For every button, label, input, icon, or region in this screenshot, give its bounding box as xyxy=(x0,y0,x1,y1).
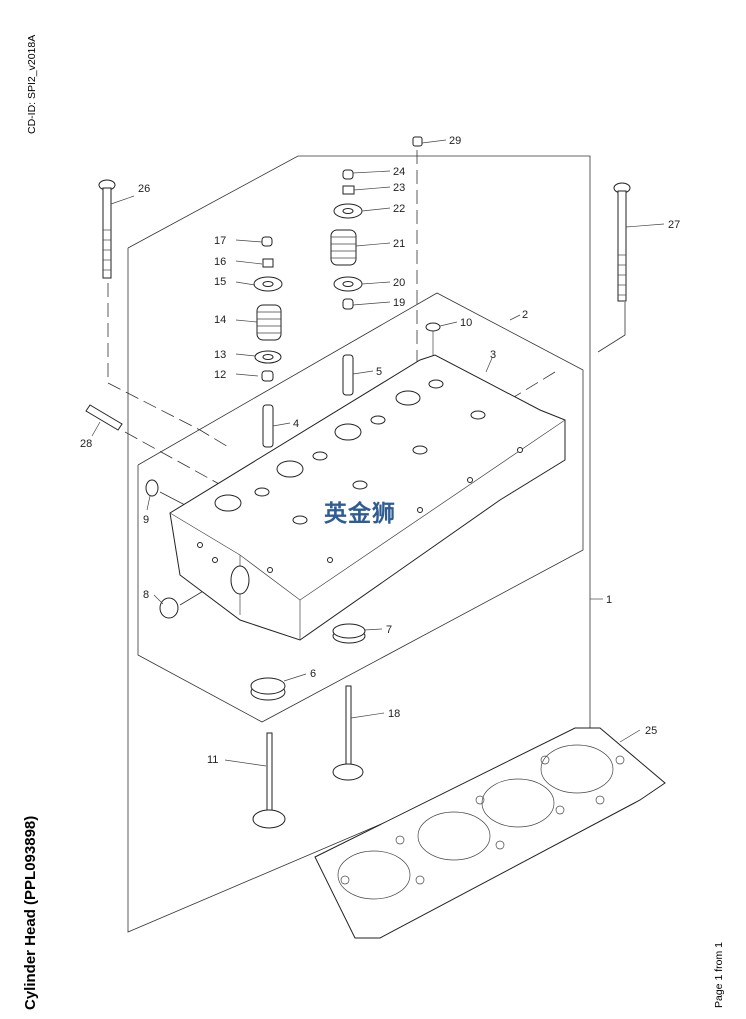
valve-seat-7 xyxy=(332,623,366,644)
valve-train-left xyxy=(253,236,283,382)
callout-13: 13 xyxy=(214,349,226,361)
callout-8: 8 xyxy=(143,589,149,601)
callout-5: 5 xyxy=(376,366,382,378)
valve-guide-5 xyxy=(342,354,354,396)
callout-7: 7 xyxy=(386,624,392,636)
callout-3: 3 xyxy=(490,349,496,361)
callout-20: 20 xyxy=(393,277,405,289)
callout-24: 24 xyxy=(393,166,405,178)
guide-line-27 xyxy=(597,302,626,353)
plug-9 xyxy=(145,479,159,497)
head-gasket-25 xyxy=(314,727,666,939)
cap-29 xyxy=(412,136,423,147)
callout-19: 19 xyxy=(393,297,405,309)
seat-10 xyxy=(425,322,441,332)
valve-train-right xyxy=(330,169,363,310)
callout-23: 23 xyxy=(393,182,405,194)
callout-25: 25 xyxy=(645,725,657,737)
valve-seat-6 xyxy=(250,677,286,701)
callout-4: 4 xyxy=(293,418,299,430)
callout-28: 28 xyxy=(80,438,92,450)
callout-22: 22 xyxy=(393,203,405,215)
subassembly-frame-2 xyxy=(137,292,584,723)
guide-line-9 xyxy=(159,491,186,506)
callout-17: 17 xyxy=(214,235,226,247)
plug-8 xyxy=(159,597,179,619)
stud-28 xyxy=(85,404,123,431)
callout-16: 16 xyxy=(214,256,226,268)
guide-line-28 xyxy=(124,431,231,491)
assembly-frame-1 xyxy=(127,155,591,933)
callout-26: 26 xyxy=(138,183,150,195)
bolt-27 xyxy=(613,182,631,302)
callout-6: 6 xyxy=(310,668,316,680)
leader-lines xyxy=(91,139,665,767)
callout-27: 27 xyxy=(668,219,680,231)
bolt-26 xyxy=(98,179,116,279)
callout-21: 21 xyxy=(393,238,405,250)
callout-10: 10 xyxy=(460,317,472,329)
valve-18 xyxy=(332,685,364,781)
callout-14: 14 xyxy=(214,314,226,326)
callout-11: 11 xyxy=(207,754,218,766)
watermark: 英金狮 xyxy=(324,501,396,527)
valve-11 xyxy=(252,732,286,829)
callout-2: 2 xyxy=(522,309,528,321)
valve-guide-4 xyxy=(262,404,274,448)
callout-18: 18 xyxy=(388,708,400,720)
guide-line-26 xyxy=(107,283,231,449)
callout-9: 9 xyxy=(143,514,149,526)
callout-15: 15 xyxy=(214,276,226,288)
callout-12: 12 xyxy=(214,369,226,381)
callout-29: 29 xyxy=(449,135,461,147)
callout-1: 1 xyxy=(606,594,612,606)
cylinder-head-block xyxy=(169,354,566,641)
